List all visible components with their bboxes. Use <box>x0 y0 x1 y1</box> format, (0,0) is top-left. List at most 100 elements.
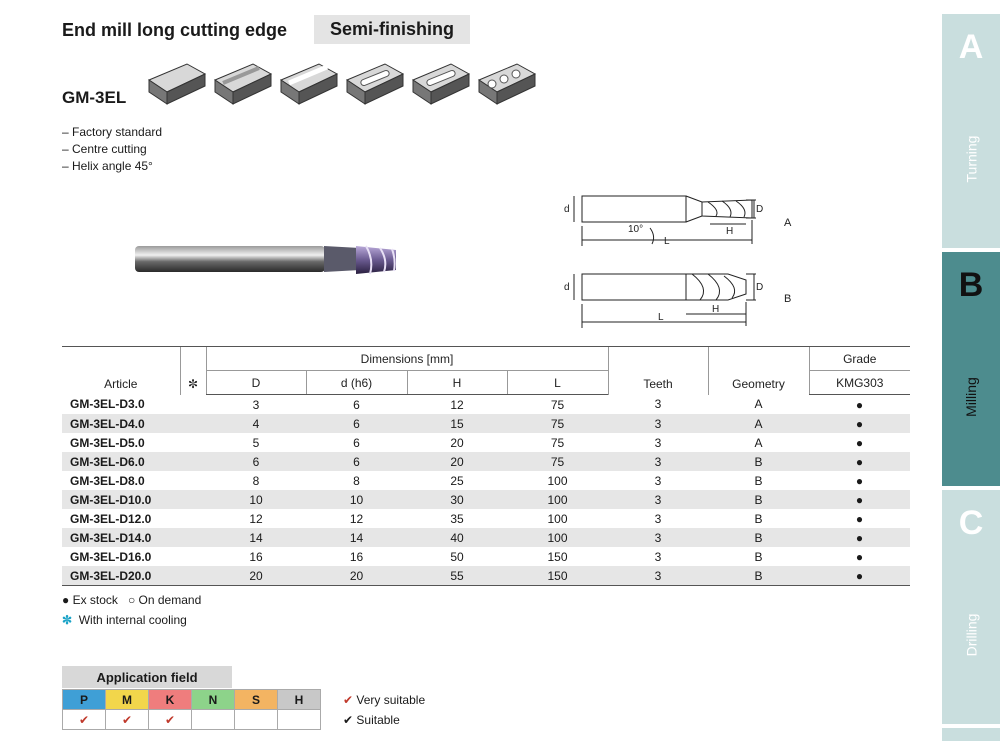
legend-ex-stock: ● Ex stock <box>62 593 118 607</box>
dim-H-label: H <box>726 226 733 237</box>
cell-H: 15 <box>407 414 507 433</box>
cell-cooling <box>180 509 206 528</box>
cell-teeth: 3 <box>608 490 708 509</box>
cell-cooling <box>180 452 206 471</box>
very-suitable-label: Very suitable <box>356 693 426 707</box>
cell-cooling <box>180 433 206 452</box>
cell-H: 50 <box>450 549 464 564</box>
slot-icon-mark <box>222 66 260 85</box>
tab-milling[interactable]: B Milling <box>942 252 1000 486</box>
material-suitability-S <box>234 709 278 730</box>
col-geometry: Geometry <box>707 346 809 395</box>
col-L: L <box>506 370 608 395</box>
cell-cooling <box>180 566 206 586</box>
tab-turning[interactable]: A Turning <box>942 14 1000 248</box>
dim-D-label: D <box>756 282 763 293</box>
col-D: D <box>205 370 306 395</box>
specification-table: Article ✼ Dimensions [mm] Teeth Geometry… <box>62 346 910 586</box>
cell-H: 20 <box>450 435 464 450</box>
legend-on-demand: ○ On demand <box>127 593 202 607</box>
cell-D: 6 <box>206 452 306 471</box>
cell-teeth: 3 <box>654 397 662 412</box>
cell-cooling <box>180 395 206 415</box>
material-suitability-P: ✔ <box>62 709 106 730</box>
cell-D: 10 <box>206 490 306 509</box>
cell-grade: ● <box>809 566 910 586</box>
geometry-b-label: B <box>784 293 791 305</box>
cell-teeth: 3 <box>608 414 708 433</box>
tab-drilling[interactable]: C Drilling <box>942 490 1000 724</box>
cell-grade: ● <box>855 397 864 412</box>
cell-d: 6 <box>353 435 360 450</box>
cell-grade: ● <box>855 473 864 488</box>
cell-geometry: B <box>708 528 809 547</box>
cell-d: 14 <box>306 528 407 547</box>
cell-teeth: 3 <box>608 528 708 547</box>
cell-grade: ● <box>809 528 910 547</box>
tab-next[interactable] <box>942 728 1000 741</box>
material-M: M <box>105 689 149 710</box>
cell-D: 16 <box>249 549 263 564</box>
cell-d: 20 <box>306 566 407 586</box>
cell-teeth: 3 <box>654 511 662 526</box>
dim-D-label: D <box>756 204 763 215</box>
cell-grade: ● <box>809 414 910 433</box>
cell-L: 75 <box>507 414 608 433</box>
cell-L: 75 <box>550 397 565 412</box>
technical-drawing: d D H L 10° A d D H L B <box>564 195 792 328</box>
tab-letter: C <box>958 504 984 542</box>
cell-L: 75 <box>507 452 608 471</box>
cell-cooling <box>180 471 206 490</box>
cell-article: GM-3EL-D16.0 <box>70 549 152 564</box>
material-suitability-N <box>191 709 235 730</box>
feature-item: – Factory standard <box>62 125 163 139</box>
dim-d-label: d <box>564 282 570 293</box>
cell-d: 16 <box>349 549 364 564</box>
cell-cooling <box>180 528 206 547</box>
cell-cooling <box>180 490 206 509</box>
col-teeth: Teeth <box>607 346 708 395</box>
machining-operations-icons <box>147 63 536 105</box>
table-legend: ● Ex stock ○ On demand ✼ With internal c… <box>62 590 201 630</box>
very-suitable-icon: ✔ <box>343 693 354 707</box>
cell-d: 12 <box>349 511 364 526</box>
cell-teeth: 3 <box>654 473 662 488</box>
dimensions-header: Dimensions [mm] <box>205 346 608 371</box>
material-N: N <box>191 689 235 710</box>
end-mill-photo <box>135 245 396 275</box>
cell-cooling <box>180 414 206 433</box>
cell-geometry: B <box>754 511 763 526</box>
cell-d: 6 <box>353 397 360 412</box>
cooling-icon: ✼ <box>179 346 206 395</box>
cell-geometry: B <box>708 490 809 509</box>
cell-article: GM-3EL-D5.0 <box>70 435 145 450</box>
cell-L: 100 <box>507 490 608 509</box>
material-P: P <box>62 689 106 710</box>
angle-label: 10° <box>628 224 643 235</box>
cell-article: GM-3EL-D14.0 <box>62 528 180 547</box>
cell-geometry: A <box>708 414 809 433</box>
cell-H: 55 <box>407 566 507 586</box>
col-d: d (h6) <box>305 370 407 395</box>
cell-D: 14 <box>206 528 306 547</box>
cell-article: GM-3EL-D12.0 <box>70 511 152 526</box>
cell-L: 75 <box>550 435 565 450</box>
cell-teeth: 3 <box>654 435 662 450</box>
material-suitability-H <box>277 709 321 730</box>
material-suitability-M: ✔ <box>105 709 149 730</box>
cell-D: 8 <box>252 473 260 488</box>
application-field-title: Application field <box>62 666 232 688</box>
cell-grade: ● <box>855 435 864 450</box>
cell-H: 40 <box>407 528 507 547</box>
dim-d-label: d <box>564 204 570 215</box>
material-H: H <box>277 689 321 710</box>
legend-cooling: With internal cooling <box>78 613 187 627</box>
col-H: H <box>406 370 507 395</box>
